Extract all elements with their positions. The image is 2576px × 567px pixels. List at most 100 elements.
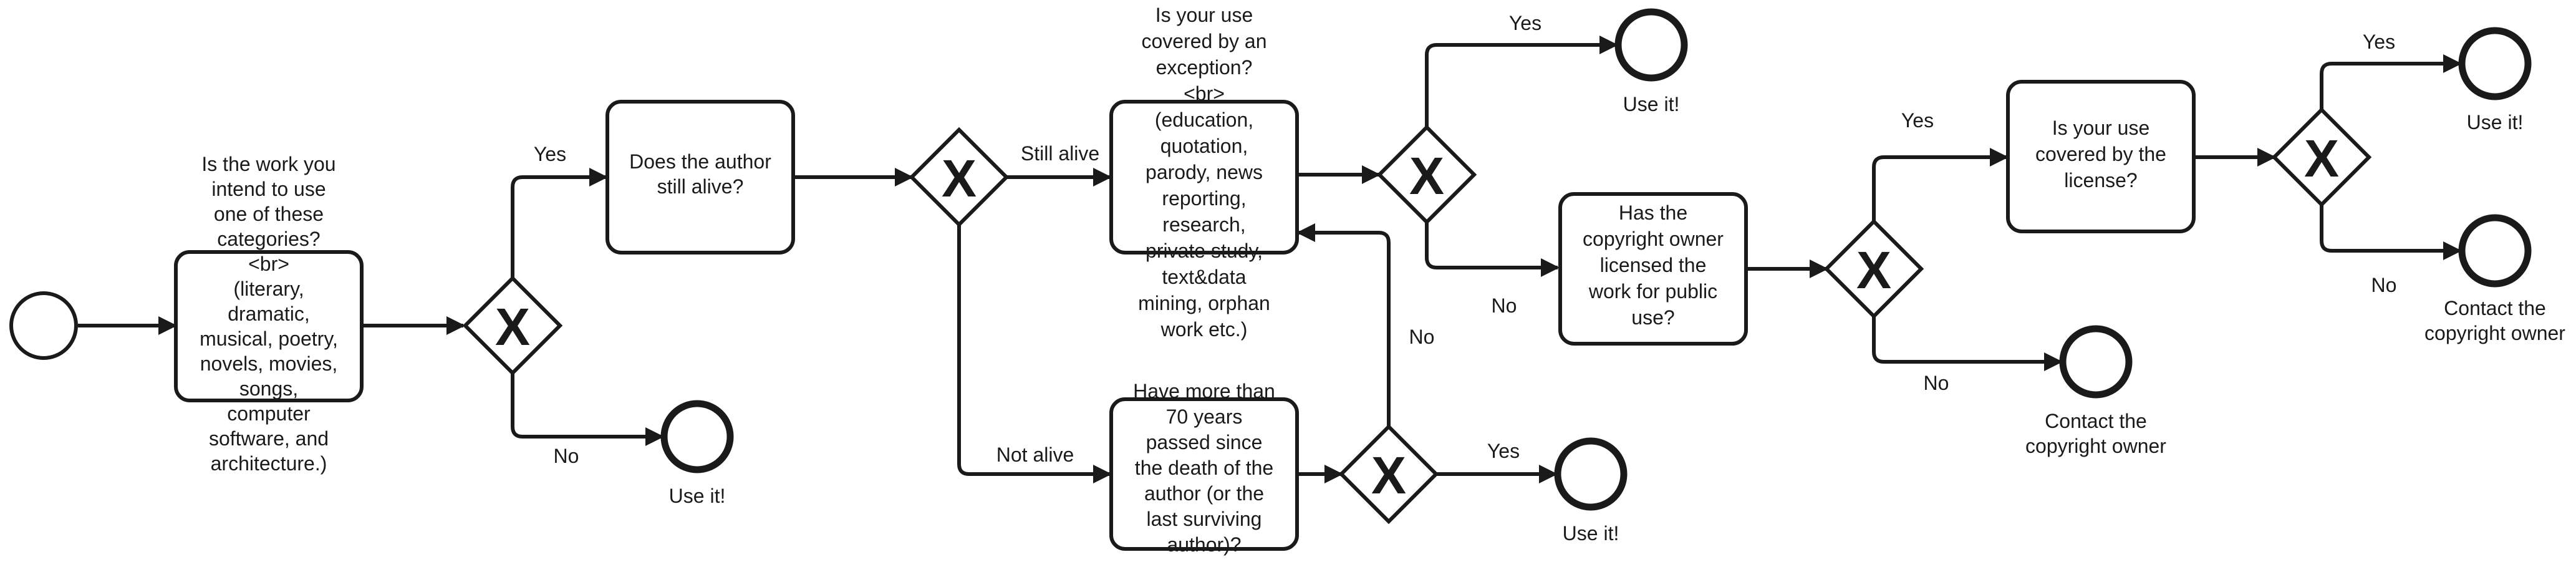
text-line: dramatic, — [228, 303, 310, 325]
text-line: exception? — [1156, 56, 1253, 79]
edge-category-yes — [511, 168, 608, 278]
text-line: covered by an — [1141, 30, 1266, 52]
edge-cover-no — [2320, 205, 2462, 260]
text-line: author (or the — [1144, 482, 1264, 505]
text-line: passed since — [1146, 431, 1263, 453]
gateway-70-years — [1338, 424, 1439, 525]
text-line: computer — [227, 402, 311, 425]
end-event-contact-owner-1 — [2059, 325, 2133, 399]
text-line: research, — [1162, 213, 1245, 236]
text-line: parody, news — [1146, 161, 1263, 183]
task-work-category — [174, 250, 364, 402]
text-line: Contact the — [2045, 410, 2147, 432]
end-event-use-it-3 — [1554, 437, 1628, 511]
text-line: quotation, — [1160, 135, 1248, 157]
edge-70years-no — [1296, 223, 1391, 427]
nodes: Is the work you intend to use one of these… — [9, 4, 2565, 556]
gateway-author-alive-symbol: X — [942, 149, 977, 208]
gateway-author-alive — [909, 127, 1010, 228]
text-line: work etc.) — [1160, 318, 1248, 341]
text-line: work for public — [1588, 280, 1717, 303]
text-line: software, and — [209, 427, 329, 450]
edge-exception-no — [1425, 222, 1560, 277]
label-licensed-no: No — [1924, 372, 1949, 394]
text-line: text&data — [1162, 266, 1246, 288]
edge-category-no — [511, 373, 664, 446]
text-line: one of these — [214, 203, 324, 225]
end-event-use-it-2 — [1614, 8, 1688, 82]
text-line: use? — [1631, 306, 1674, 329]
label-exception-no: No — [1492, 294, 1517, 317]
text-line: categories? — [217, 228, 320, 250]
task-use-exception-text: Is your use covered by an exception? <br> (e… — [1138, 4, 1270, 341]
task-70-years — [1109, 397, 1299, 551]
task-use-exception — [1109, 100, 1299, 254]
edge-licensed-no — [1872, 316, 2063, 371]
text-line: author)? — [1167, 533, 1241, 556]
end-event-use-it-4-label: Use it! — [2467, 111, 2524, 133]
edge-labels: Yes No Still alive Not alive Yes No Yes … — [534, 12, 2397, 467]
text-line: <br> — [1184, 82, 1225, 105]
edge-licensed-yes — [1872, 148, 2009, 221]
task-owner-licensed-text: Has the copyright owner licensed the work f… — [1583, 201, 1724, 329]
label-category-no: No — [554, 445, 579, 467]
text-line: Has the — [1619, 201, 1687, 224]
task-owner-licensed — [1558, 192, 1748, 346]
text-line: <br> — [248, 253, 289, 275]
label-exception-yes: Yes — [1509, 12, 1541, 34]
label-70years-no: No — [1409, 326, 1435, 348]
text-line: license? — [2064, 169, 2137, 191]
text-line: architecture.) — [211, 452, 327, 475]
text-line: copyright owner — [1583, 228, 1724, 250]
edge-exception-yes — [1425, 36, 1618, 127]
text-line: (education, — [1155, 109, 1253, 131]
end-event-use-it-1 — [660, 400, 734, 473]
text-line: songs, — [239, 377, 298, 400]
end-event-use-it-2-label: Use it! — [1623, 93, 1680, 115]
edge-not-alive — [957, 225, 1112, 483]
text-line: Is the work you — [201, 153, 335, 175]
gateway-use-exception — [1376, 124, 1477, 225]
gateway-use-exception-symbol: X — [1409, 147, 1444, 205]
end-event-use-it-1-label: Use it! — [669, 485, 726, 507]
gateway-license-cover — [2271, 107, 2372, 208]
text-line: musical, poetry, — [200, 327, 338, 350]
label-70years-yes: Yes — [1487, 440, 1520, 462]
gateway-work-category-symbol: X — [495, 298, 530, 356]
text-line: the death of the — [1135, 457, 1273, 479]
text-line: Does the author — [629, 150, 771, 173]
edge-cover-yes — [2320, 54, 2462, 110]
end-event-use-it-4 — [2458, 27, 2532, 100]
edges — [78, 36, 2462, 483]
text-line: Contact the — [2444, 297, 2546, 319]
text-line: mining, orphan — [1138, 292, 1270, 314]
gateway-license-cover-symbol: X — [2304, 129, 2339, 188]
gateway-70-years-symbol: X — [1371, 446, 1406, 505]
gateway-owner-licensed-symbol: X — [1856, 241, 1891, 299]
task-70-years-text: Have more than 70 years passed since the de… — [1133, 380, 1275, 556]
text-line: last surviving — [1147, 508, 1262, 530]
text-line: private study, — [1146, 240, 1263, 262]
text-line: still alive? — [657, 175, 744, 198]
text-line: Is your use — [1155, 4, 1253, 26]
end-event-contact-owner-2-label: Contact the copyright owner — [2424, 297, 2565, 344]
start-event — [9, 291, 78, 360]
gateway-work-category — [462, 275, 563, 376]
text-line: copyright owner — [2424, 322, 2565, 344]
label-still-alive: Still alive — [1021, 142, 1099, 165]
label-cover-no: No — [2371, 274, 2397, 296]
task-license-cover — [2006, 80, 2196, 233]
text-line: covered by the — [2035, 143, 2166, 165]
text-line: intend to use — [211, 178, 326, 200]
text-line: licensed the — [1600, 254, 1707, 276]
text-line: Have more than — [1133, 380, 1275, 402]
task-work-category-text: Is the work you intend to use one of these… — [200, 153, 338, 475]
task-author-alive — [605, 100, 795, 254]
end-event-use-it-3-label: Use it! — [1563, 522, 1619, 545]
end-event-contact-owner-2 — [2458, 214, 2532, 288]
text-line: 70 years — [1166, 405, 1243, 428]
